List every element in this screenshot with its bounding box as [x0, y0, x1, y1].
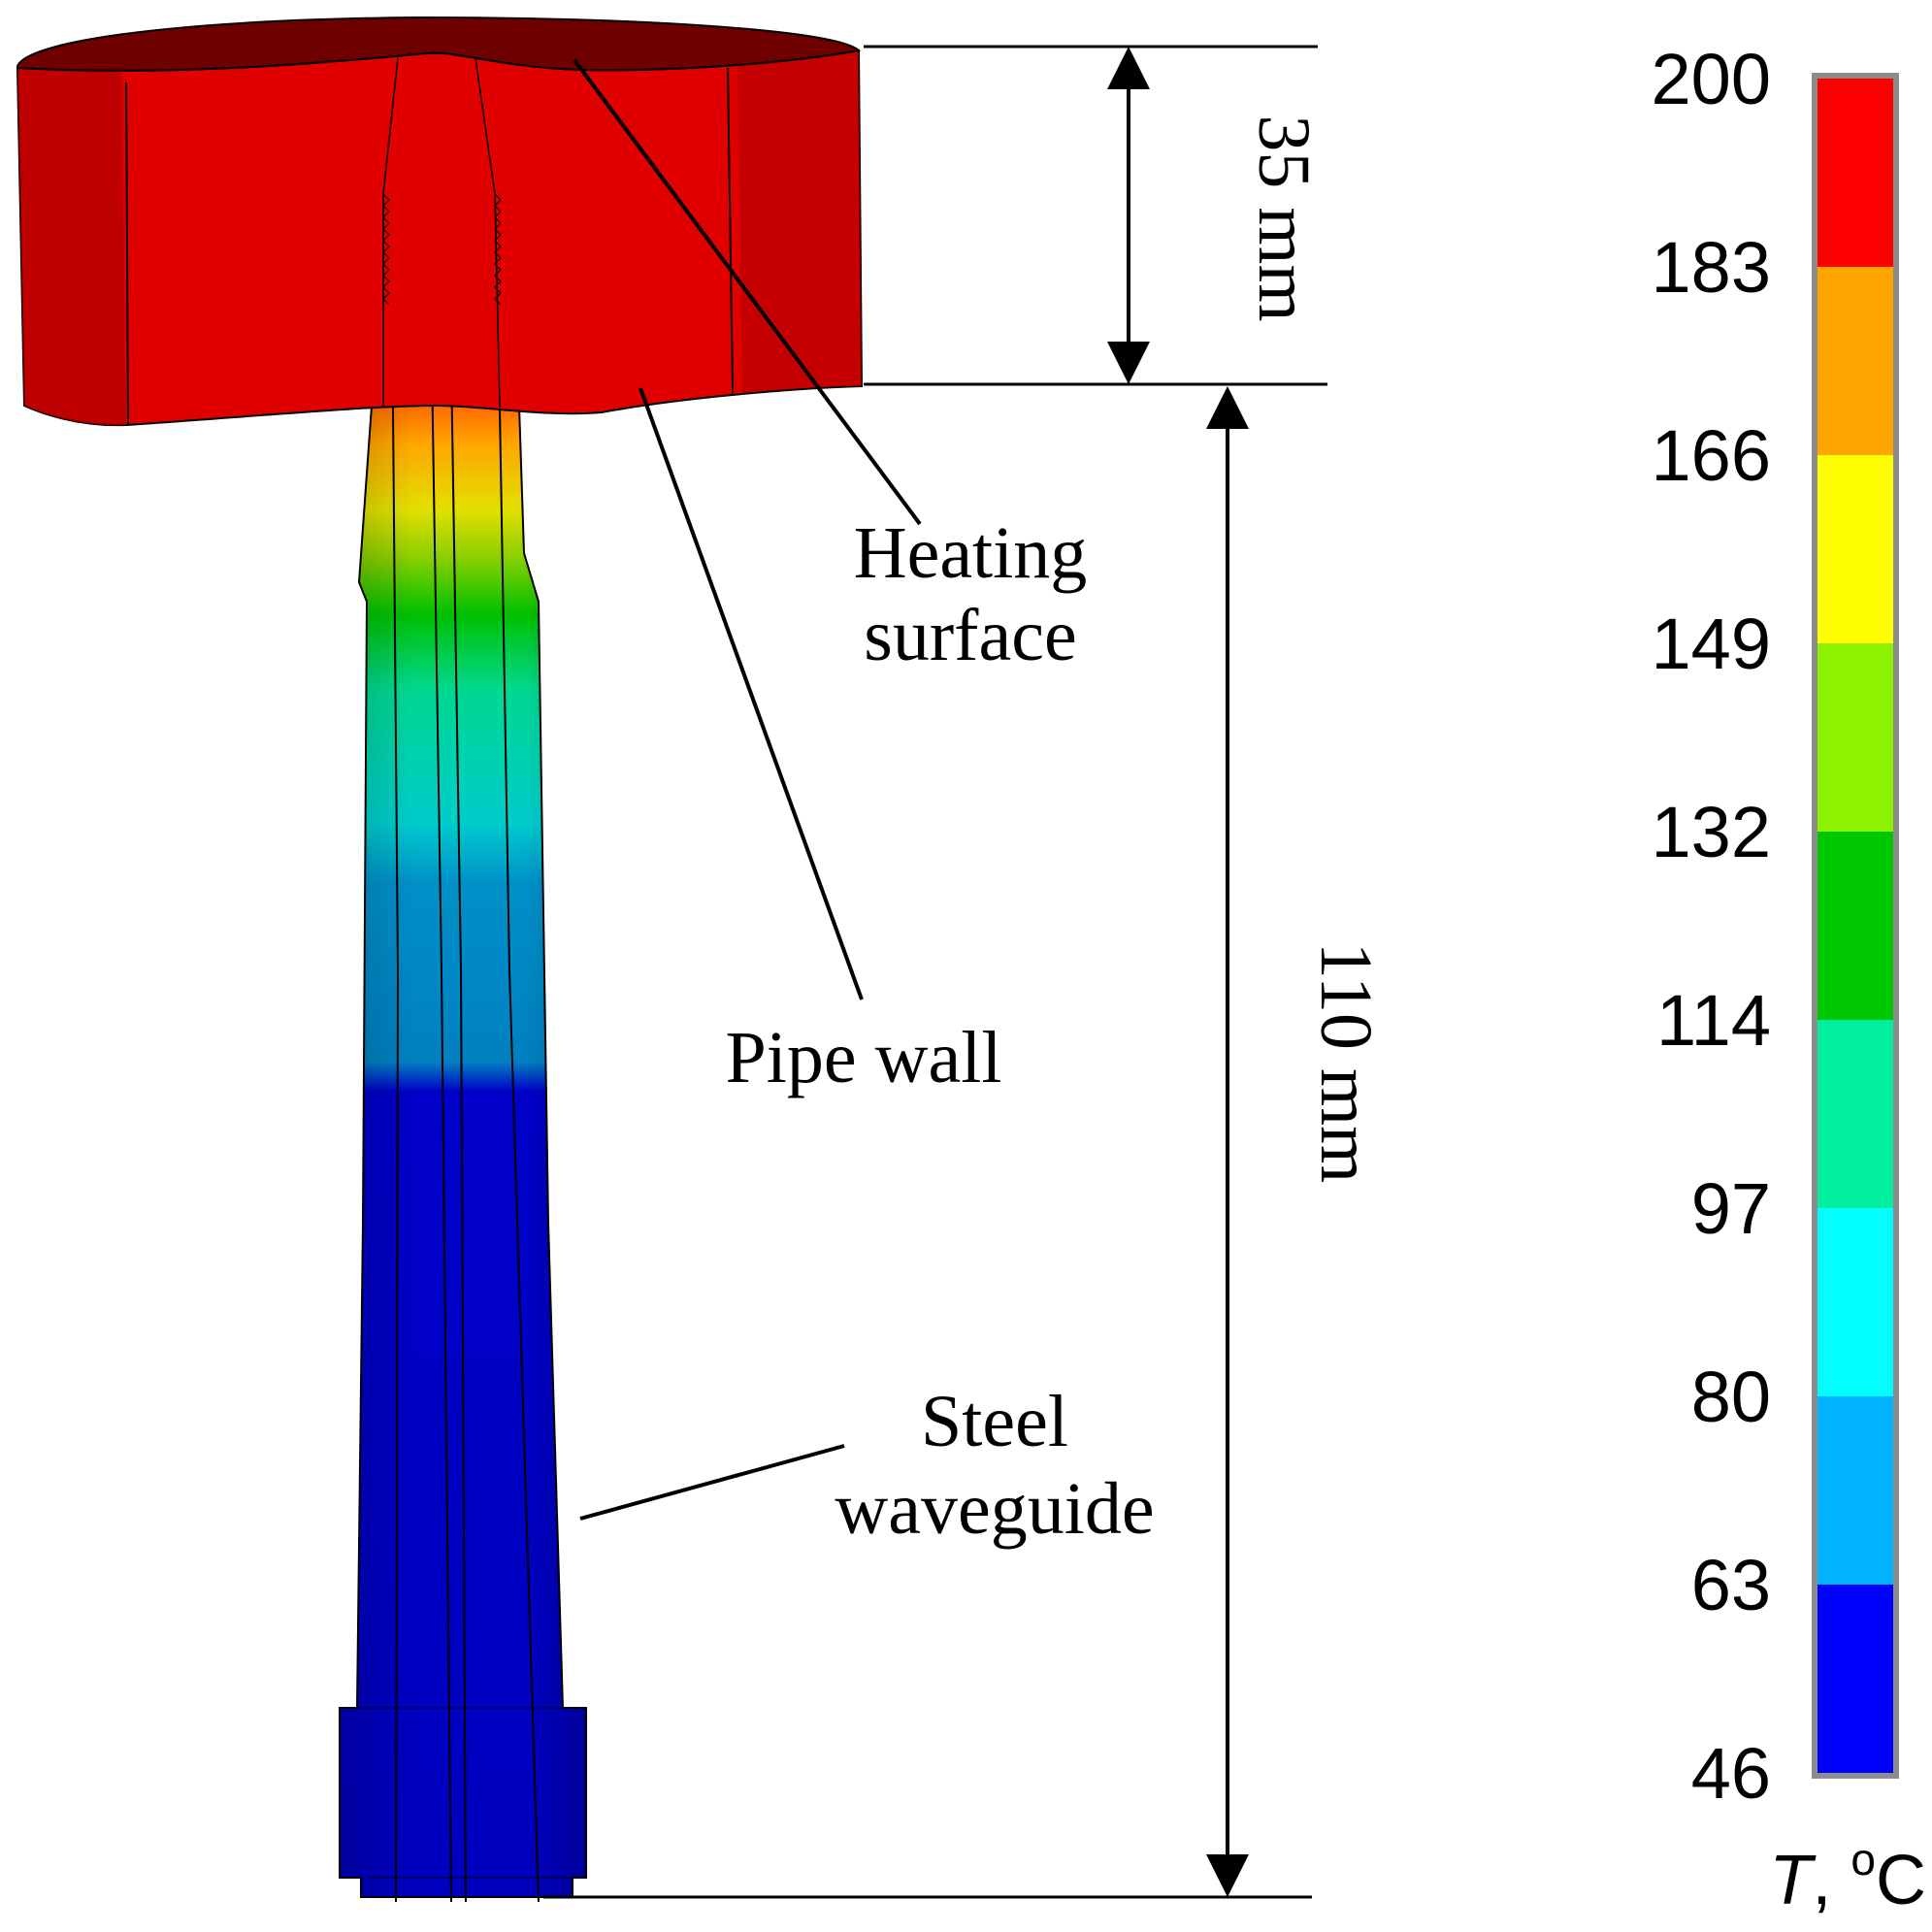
dimension-110mm [543, 386, 1312, 1899]
dimension-35mm-label: 35 mm [1243, 115, 1325, 321]
colorbar-tick-label: 183 [1652, 227, 1771, 308]
colorbar-tick-label: 80 [1691, 1357, 1771, 1437]
colorbar-segment [1817, 79, 1893, 268]
steel-waveguide [339, 57, 587, 1903]
dimension-110mm-label: 110 mm [1305, 942, 1387, 1183]
label-steel-waveguide-line2: waveguide [835, 1468, 1154, 1550]
colorbar-tick-label: 132 [1652, 792, 1771, 872]
heating-block [16, 16, 864, 427]
colorbar-tick-label: 46 [1691, 1733, 1771, 1814]
colorbar-unit: T, oC [1769, 1834, 1926, 1919]
colorbar-tick-label: 63 [1691, 1545, 1771, 1625]
heating-surface-leader [573, 58, 922, 526]
unit-separator: , [1812, 1842, 1850, 1919]
steel-waveguide-leader [579, 1444, 845, 1521]
colorbar-segment [1817, 1585, 1893, 1774]
label-heating-surface-line1: Heating [854, 512, 1088, 594]
colorbar-tick-label: 114 [1656, 980, 1771, 1061]
pipe-wall-leader [639, 387, 864, 1000]
label-steel-waveguide-line1: Steel [921, 1381, 1068, 1462]
colorbar-tick-label: 200 [1652, 39, 1771, 119]
dimension-35mm [864, 45, 1327, 386]
colorbar-segment [1817, 832, 1893, 1021]
label-heating-surface-line2: surface [864, 595, 1076, 676]
temperature-colorbar: 200 183 166 149 132 114 97 80 63 46 T, oC [1652, 39, 1926, 1919]
colorbar-segment [1817, 267, 1893, 456]
colorbar-tick-label: 149 [1652, 604, 1771, 684]
colorbar-segment [1817, 1396, 1893, 1586]
colorbar-segment [1817, 643, 1893, 833]
colorbar-segment [1817, 1020, 1893, 1209]
unit-degree: o [1850, 1834, 1876, 1884]
colorbar-segment [1817, 1208, 1893, 1397]
colorbar-segments [1817, 79, 1893, 1774]
colorbar-tick-label: 97 [1691, 1168, 1771, 1249]
colorbar-ticks: 200 183 166 149 132 114 97 80 63 46 [1652, 39, 1771, 1814]
unit-symbol: T [1769, 1842, 1817, 1919]
unit-celsius: C [1876, 1842, 1926, 1919]
label-pipe-wall: Pipe wall [726, 1017, 1002, 1098]
colorbar-frame [1812, 73, 1899, 1779]
colorbar-segment [1817, 455, 1893, 644]
colorbar-tick-label: 166 [1652, 415, 1771, 496]
